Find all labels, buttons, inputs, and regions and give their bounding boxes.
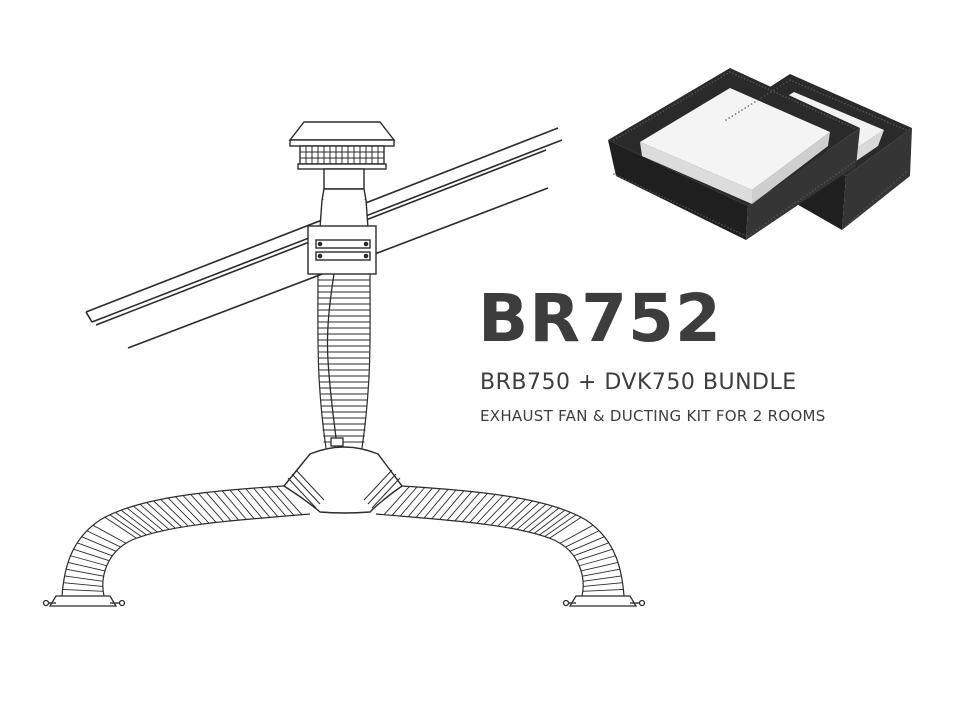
roof-cowl [288, 121, 396, 229]
product-subtitle: BRB750 + DVK750 BUNDLE [480, 370, 797, 395]
right-ceiling-fitting [562, 595, 646, 607]
ceiling-grilles-photo [608, 68, 912, 240]
left-ceiling-fitting [42, 595, 126, 607]
right-branch-duct [375, 485, 625, 597]
y-junction [282, 446, 403, 514]
left-branch-duct [61, 485, 311, 597]
ceiling-grille-front [608, 68, 860, 240]
fan-mounting-plate [307, 225, 377, 275]
product-title: BR752 [478, 280, 722, 357]
product-tagline: EXHAUST FAN & DUCTING KIT FOR 2 ROOMS [480, 407, 826, 425]
vertical-duct [317, 273, 371, 449]
